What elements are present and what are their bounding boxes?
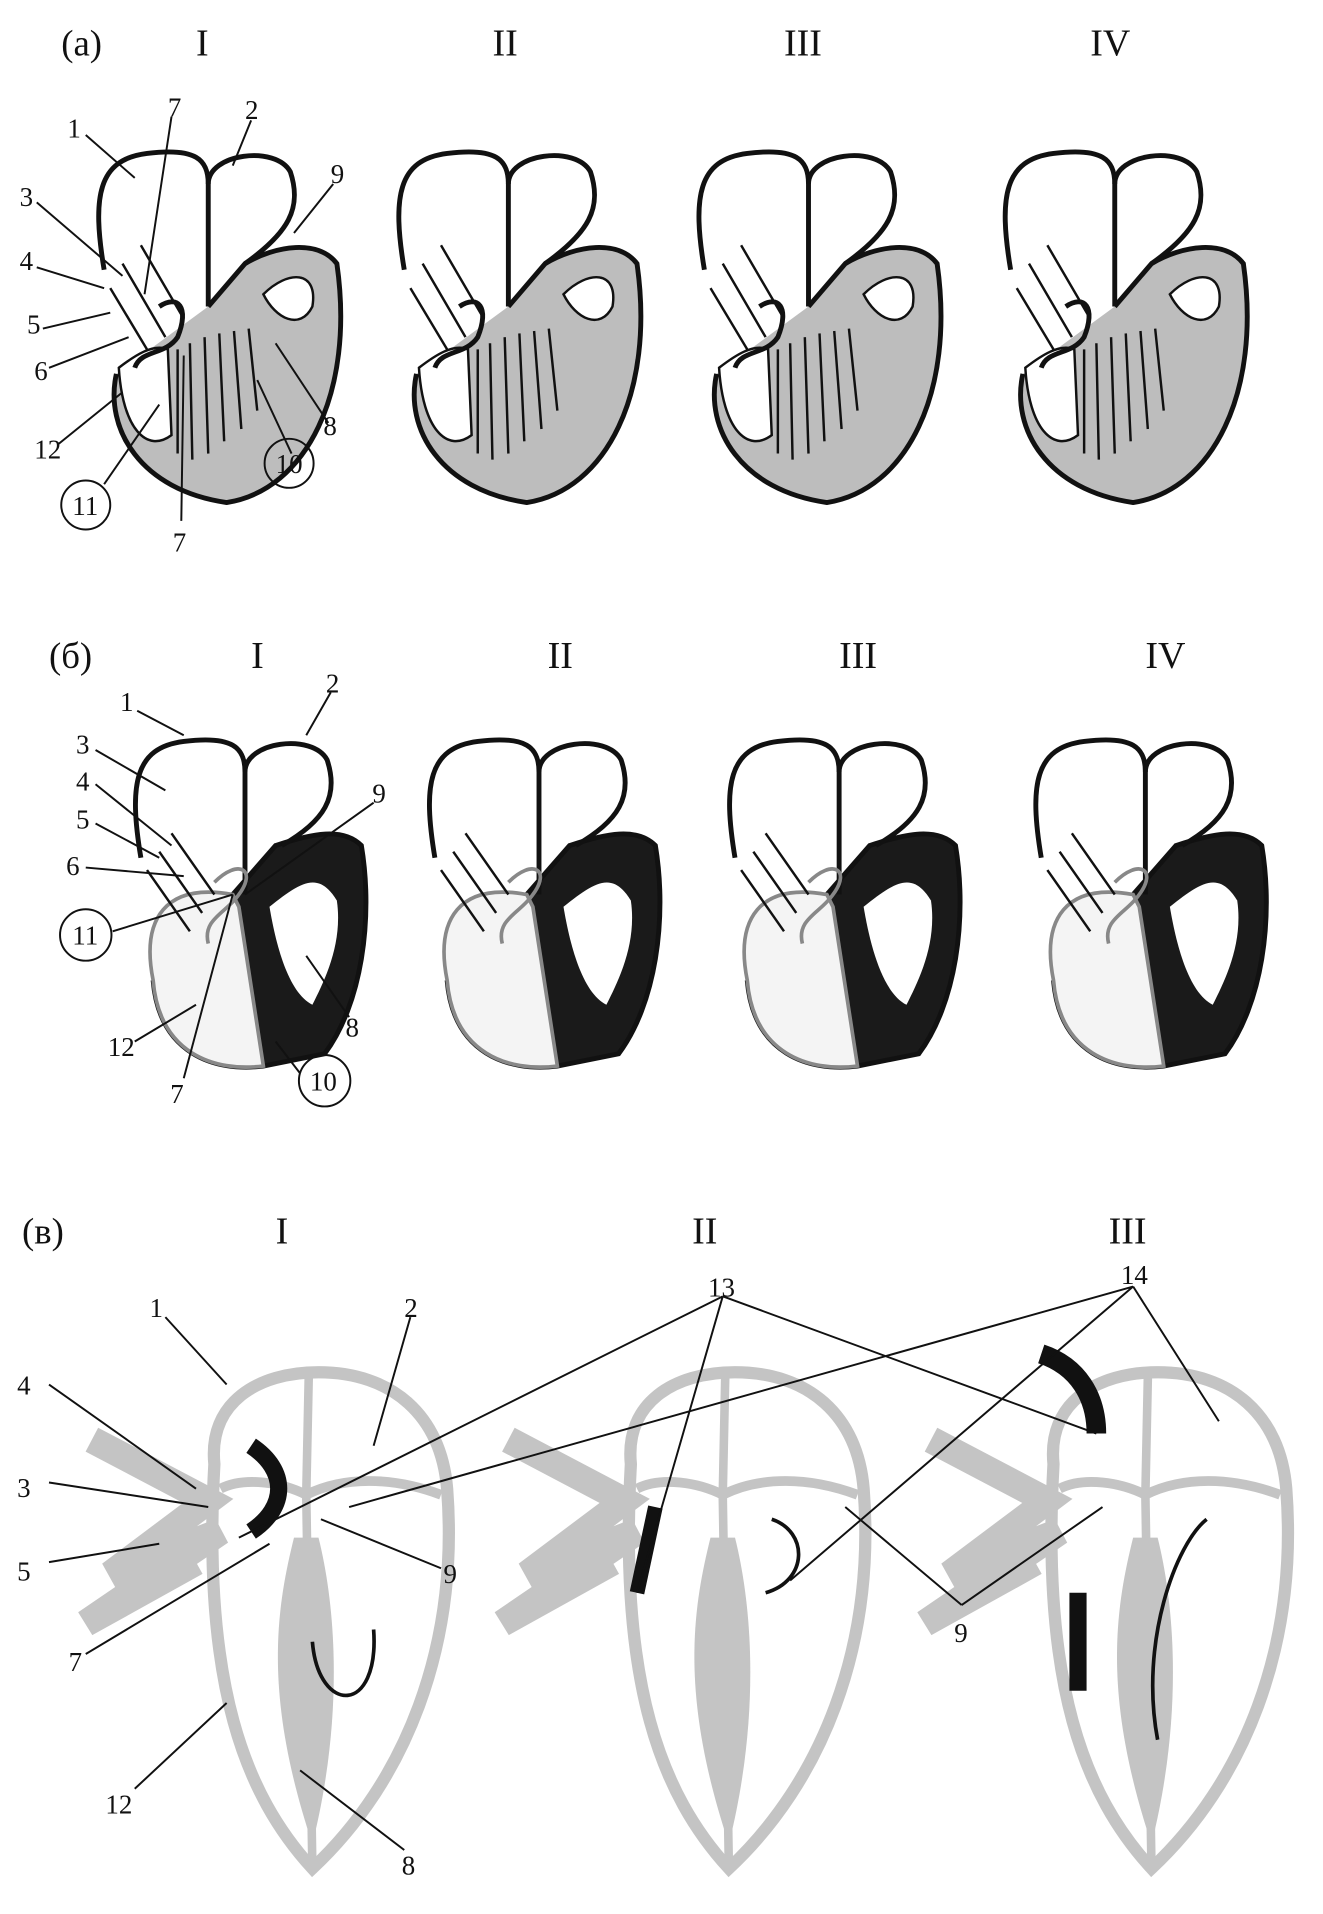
callout-a-5: 5 (27, 309, 40, 339)
stage-b-1: I (251, 635, 264, 677)
callout-a-12: 12 (34, 434, 61, 464)
stage-a-3: III (784, 22, 822, 64)
callout-c-12: 12 (105, 1789, 132, 1819)
callout-b-8: 8 (345, 1013, 358, 1043)
stage-c-1: I (276, 1211, 289, 1253)
heart-c-3 (925, 1372, 1288, 1868)
callout-c-5: 5 (17, 1557, 30, 1587)
callout-b-3: 3 (76, 730, 89, 760)
callout-a-7-bottom: 7 (173, 528, 186, 558)
panel-c-label: (в) (22, 1211, 64, 1252)
callout-c-3: 3 (17, 1473, 30, 1503)
callout-c-14: 14 (1121, 1260, 1148, 1290)
stage-c-2: II (692, 1211, 717, 1253)
callout-b-5: 5 (76, 804, 89, 834)
leader-lines-b (59, 691, 375, 1108)
stage-b-3: III (839, 635, 877, 677)
stage-a-2: II (492, 22, 517, 64)
callout-c-4: 4 (17, 1370, 31, 1400)
callout-c-2: 2 (404, 1293, 417, 1323)
leader-lines-a (36, 116, 334, 531)
stage-a-4: IV (1090, 22, 1130, 64)
callout-a-2: 2 (245, 95, 258, 125)
heart-b-1 (135, 740, 366, 1067)
flow-arrows-c (246, 1344, 1208, 1741)
callout-c-9-right: 9 (954, 1618, 967, 1648)
panel-b-label: (б) (49, 635, 92, 676)
callout-a-9: 9 (331, 159, 344, 189)
callout-b-12: 12 (108, 1032, 135, 1062)
callout-b-10: 10 (310, 1067, 337, 1097)
callout-b-9: 9 (372, 779, 385, 809)
heart-b-2 (429, 740, 660, 1067)
heart-b-3 (730, 740, 961, 1067)
heart-a-1 (99, 152, 341, 503)
callout-a-4: 4 (20, 246, 34, 276)
callout-a-11: 11 (72, 491, 98, 521)
leader-lines-c (48, 1285, 1220, 1851)
panel-a: (a) I II III IV 1 7 2 9 3 4 5 6 8 12 10 … (20, 22, 1248, 558)
panel-c: (в) I II III 13 14 1 2 4 3 5 9 7 9 12 8 (17, 1211, 1288, 1881)
callout-a-7-top: 7 (168, 93, 181, 123)
callout-c-8: 8 (402, 1851, 415, 1881)
heart-a-4 (1005, 152, 1247, 503)
callout-a-10: 10 (276, 449, 303, 479)
heart-b-4 (1036, 740, 1267, 1067)
callout-a-1: 1 (67, 113, 80, 143)
callout-b-6: 6 (66, 851, 79, 881)
callout-c-1: 1 (149, 1293, 162, 1323)
callout-b-1: 1 (120, 687, 133, 717)
callout-b-2: 2 (326, 668, 339, 698)
callout-a-3: 3 (20, 182, 33, 212)
callout-a-8: 8 (323, 411, 336, 441)
callout-c-9-left: 9 (443, 1559, 456, 1589)
panel-a-label: (a) (61, 22, 102, 63)
heart-c-2 (502, 1372, 865, 1868)
panel-b: (б) I II III IV 2 1 3 9 4 5 6 11 8 12 7 … (49, 635, 1266, 1109)
stage-a-1: I (196, 22, 209, 64)
stage-b-2: II (548, 635, 573, 677)
callout-c-13: 13 (708, 1272, 735, 1302)
heart-a-3 (699, 152, 941, 503)
callout-c-7: 7 (69, 1647, 82, 1677)
stage-c-3: III (1109, 1211, 1147, 1253)
stage-b-4: IV (1145, 635, 1185, 677)
callout-b-7: 7 (170, 1079, 183, 1109)
callout-b-4: 4 (76, 766, 90, 796)
heart-a-2 (399, 152, 641, 503)
callout-a-6: 6 (34, 356, 47, 386)
callout-b-11: 11 (72, 921, 98, 951)
